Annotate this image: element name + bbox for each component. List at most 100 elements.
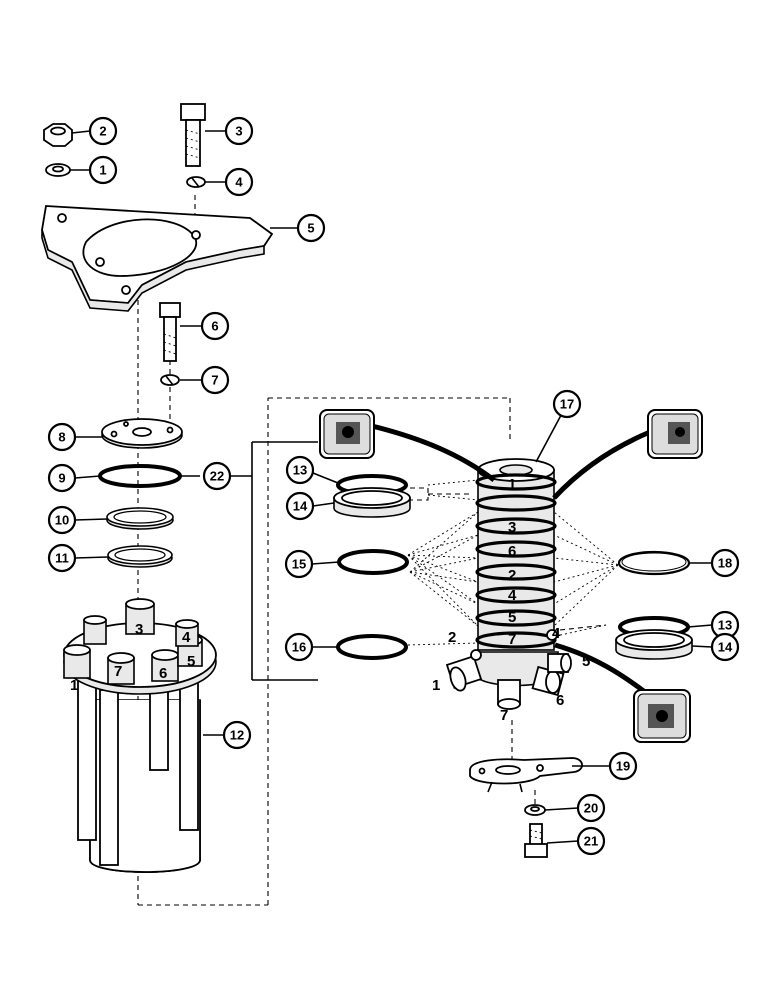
lockwasher-part-lower [160, 374, 180, 386]
spool-ring-label: 3 [508, 519, 516, 536]
spool-ring-label: 7 [508, 631, 516, 648]
assembly-dashed-lines [137, 195, 536, 906]
callout-number: 20 [584, 801, 598, 816]
callout-20: 20 [576, 793, 606, 823]
callout-18: 18 [710, 548, 740, 578]
callout-7: 7 [200, 365, 230, 395]
callout-number: 9 [58, 471, 65, 486]
callout-number: 22 [210, 469, 224, 484]
callout-number: 13 [718, 618, 732, 633]
callout-22: 22 [202, 461, 232, 491]
fitting-port-label: 4 [552, 625, 561, 642]
callout-13: 13 [285, 455, 315, 485]
washer-part-20 [524, 804, 546, 816]
fitting-port-label: 2 [448, 629, 456, 646]
callout-circle [285, 491, 315, 521]
housing-port-labels: 1 7 6 5 4 3 [70, 621, 195, 694]
callout-leaders [70, 130, 713, 844]
callout-5: 5 [296, 213, 326, 243]
callout-number: 6 [211, 319, 218, 334]
detail-inset-top-right [552, 409, 703, 500]
bolt-part-21 [524, 823, 548, 858]
callout-8: 8 [47, 422, 77, 452]
bracket-22 [251, 441, 318, 681]
callout-number: 18 [718, 556, 732, 571]
callout-4: 4 [224, 167, 254, 197]
callout-number: 12 [230, 728, 244, 743]
callout-circle [710, 632, 740, 662]
callout-9: 9 [47, 463, 77, 493]
bolt-part-lower [159, 302, 181, 362]
spool-part [445, 458, 572, 710]
housing-part [63, 598, 217, 873]
detail-inset-bottom-right [554, 642, 691, 743]
fitting-port-label: 1 [432, 677, 440, 694]
spool-seal-band [475, 473, 557, 491]
callout-number: 7 [211, 373, 218, 388]
callout-number: 8 [58, 430, 65, 445]
callout-11: 11 [47, 543, 77, 573]
nut-part [43, 123, 73, 147]
callout-circle [608, 751, 638, 781]
housing-port-label: 1 [70, 677, 78, 694]
callout-number: 2 [99, 124, 106, 139]
spool-fitting-labels: 2 4 5 1 7 6 [432, 625, 590, 724]
callout-number: 11 [55, 551, 69, 566]
callout-number: 15 [292, 557, 306, 572]
callout-circle [47, 463, 77, 493]
callout-number: 10 [55, 513, 69, 528]
housing-port-label: 5 [187, 653, 195, 670]
callout-circle [296, 213, 326, 243]
callout-number: 19 [616, 759, 630, 774]
callout-circle [576, 793, 606, 823]
callout-number: 13 [293, 463, 307, 478]
callout-13: 13 [710, 610, 740, 640]
callout-circle [200, 365, 230, 395]
callout-circle [552, 389, 582, 419]
callout-1: 1 [88, 155, 118, 185]
lockwasher-part-top [186, 176, 206, 188]
spool-seal-band [475, 517, 557, 535]
spool-ring-label: 1 [508, 476, 516, 493]
housing-port-label: 7 [114, 663, 122, 680]
spool-seal-band [475, 609, 557, 627]
oring-part-18 [617, 550, 691, 576]
snap-ring-part [106, 507, 174, 530]
callout-circle [224, 167, 254, 197]
callout-circle [47, 543, 77, 573]
callout-circle [200, 311, 230, 341]
callout-circle [284, 549, 314, 579]
oring-part-16 [336, 634, 408, 660]
retainer-plate-part [101, 418, 183, 449]
backup-ring-part-14-left [333, 487, 411, 518]
fitting-port-label: 5 [582, 653, 590, 670]
spool-ring-label: 6 [508, 543, 516, 560]
fitting-port-label: 7 [500, 707, 508, 724]
callout-number: 4 [235, 175, 243, 190]
spool-ring-label: 5 [508, 609, 516, 626]
fitting-port-label: 6 [556, 692, 564, 709]
spool-seal-band [475, 540, 557, 558]
spool-seal-band [475, 586, 557, 604]
washer-part [45, 163, 71, 177]
backup-ring-part-14-right [615, 629, 693, 660]
callout-circle [47, 505, 77, 535]
spool-ring-label: 2 [508, 567, 516, 584]
spool-rings [475, 473, 557, 649]
housing-port-label: 6 [159, 665, 167, 682]
spool-ring-labels: 1 3 6 2 4 5 7 [508, 476, 517, 648]
callout-number: 17 [560, 397, 574, 412]
callout-21: 21 [576, 826, 606, 856]
callout-number: 16 [292, 640, 306, 655]
callout-circle [202, 461, 232, 491]
callout-14: 14 [710, 632, 740, 662]
callout-number: 14 [293, 499, 308, 514]
callout-circle [285, 455, 315, 485]
callout-number: 1 [99, 163, 106, 178]
mounting-plate-part [41, 205, 274, 312]
callout-10: 10 [47, 505, 77, 535]
callout-15: 15 [284, 549, 314, 579]
oring-part-15 [337, 549, 409, 575]
